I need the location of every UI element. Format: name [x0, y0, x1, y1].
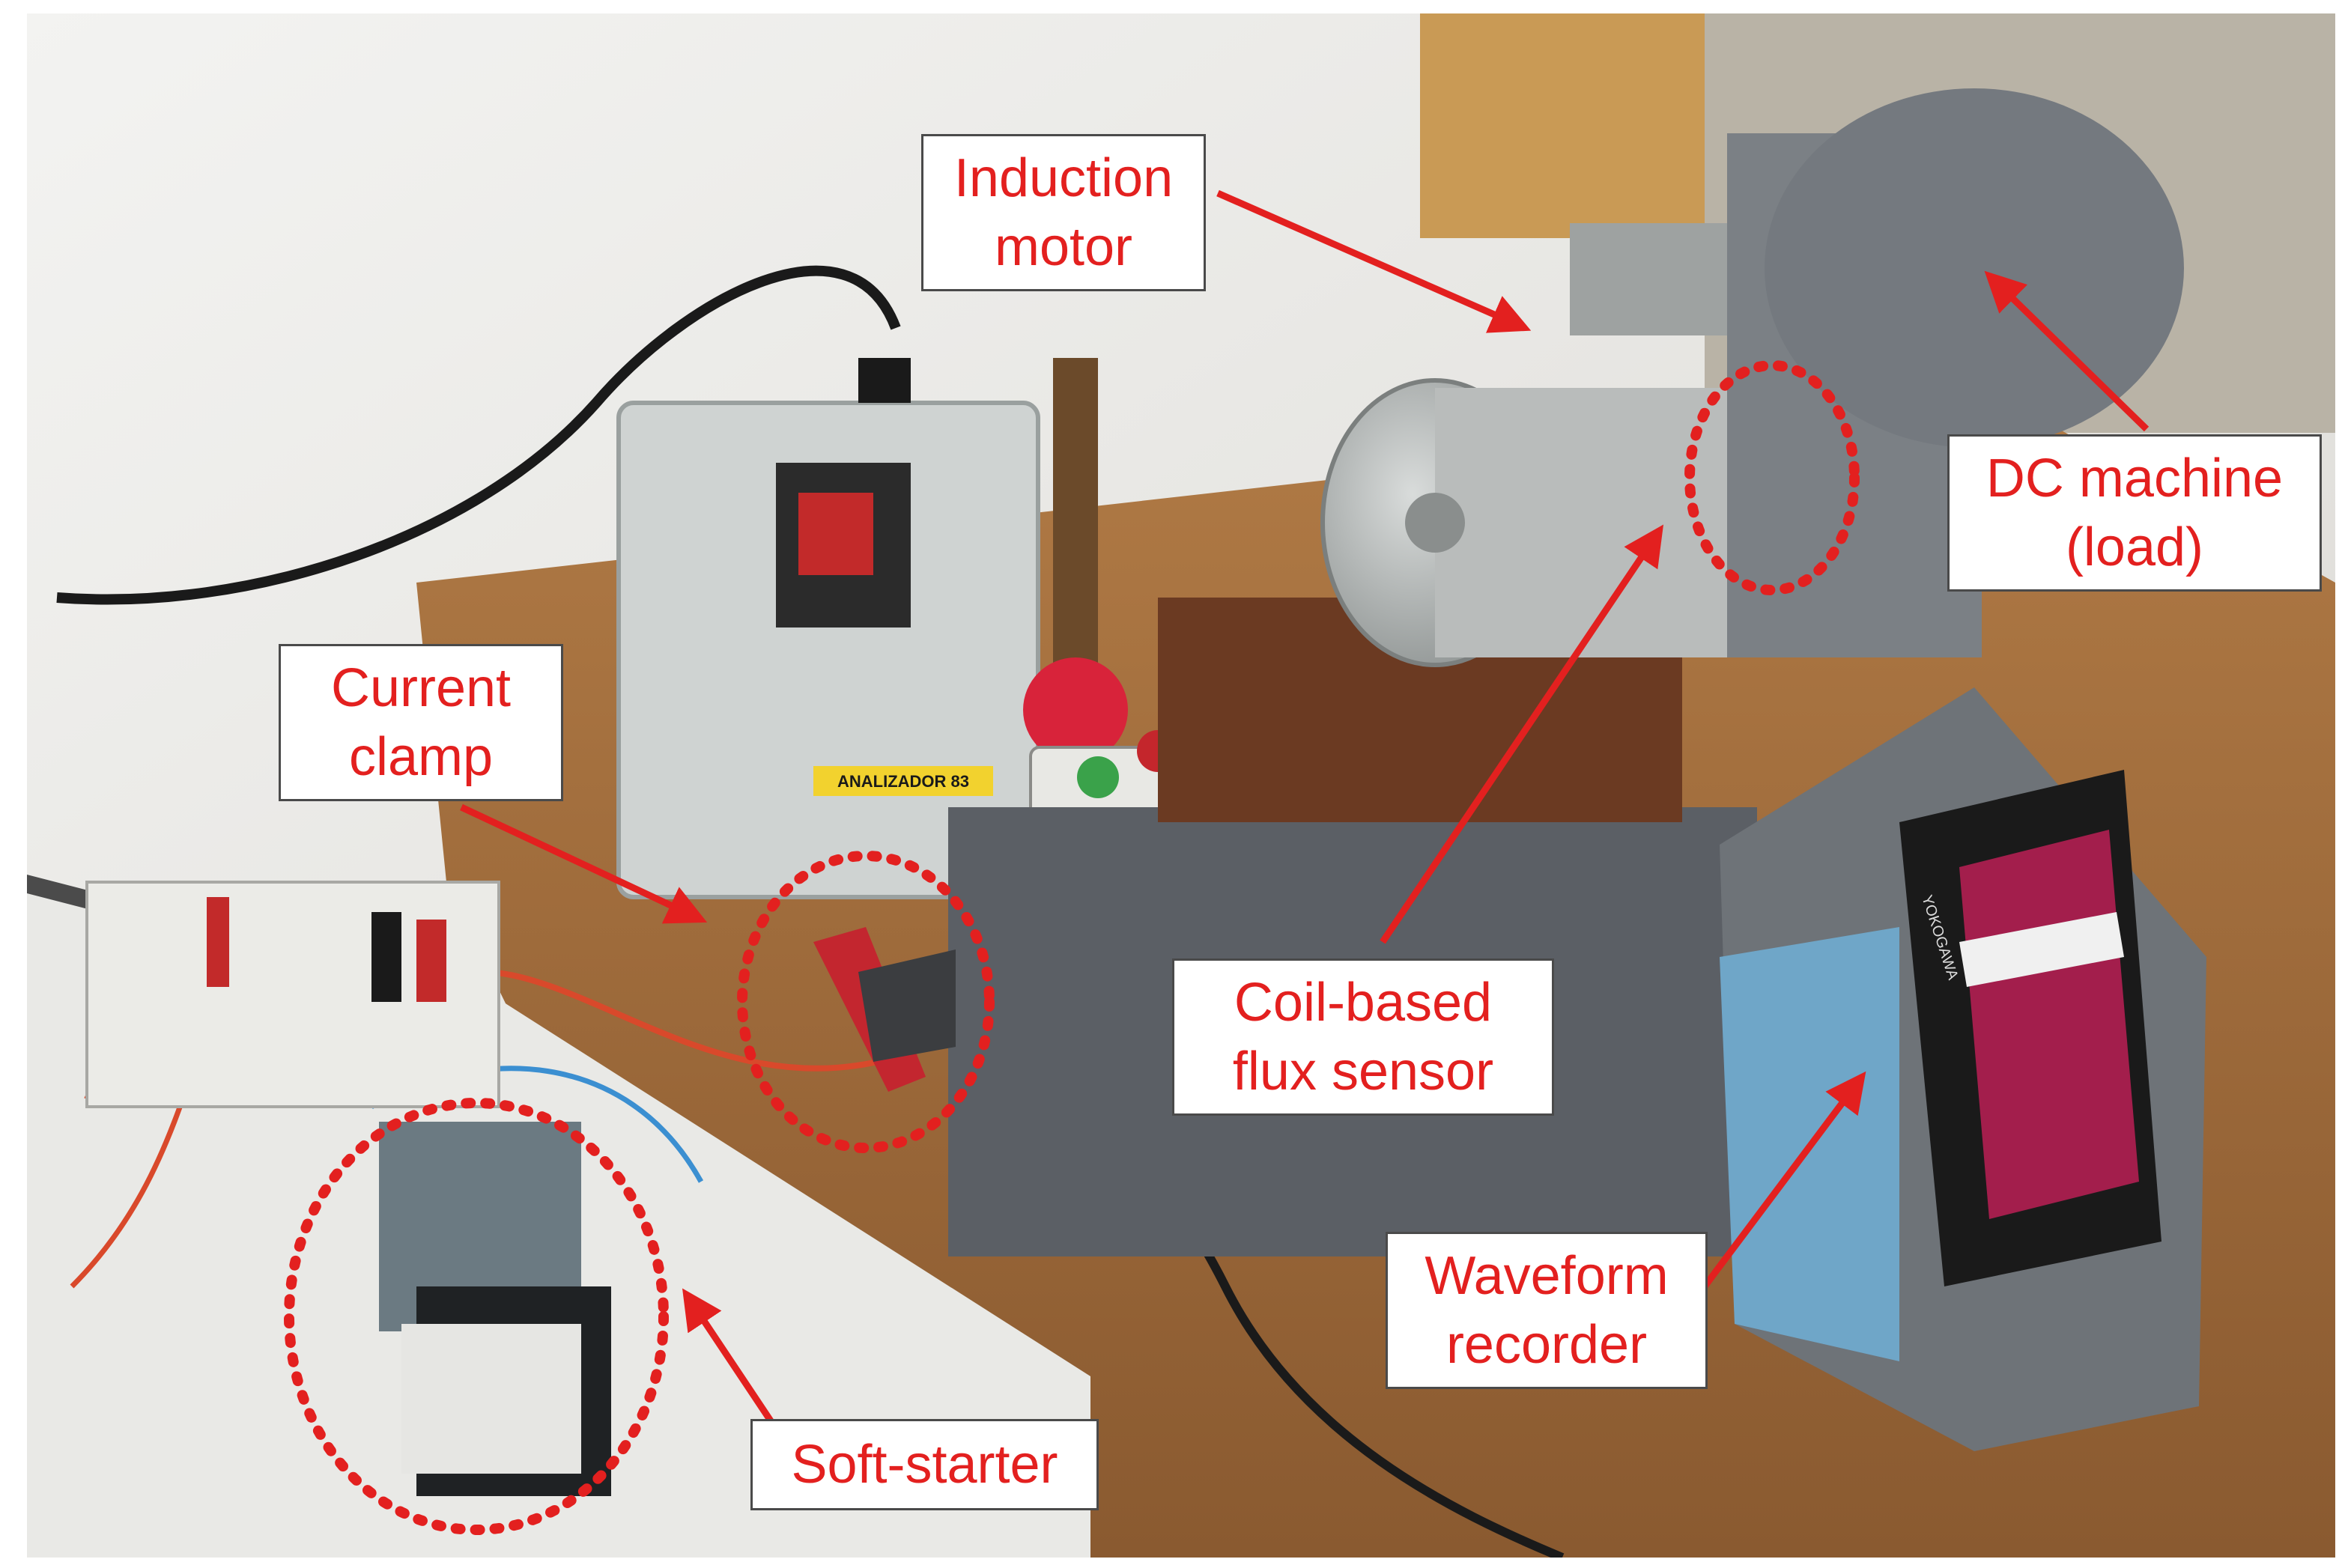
- label-dc-machine-line2: (load): [2065, 517, 2204, 577]
- sensor-highlight-circle: [1684, 360, 1860, 595]
- arrow-dc-machine: [1984, 270, 2150, 432]
- label-current-clamp: Current clamp: [279, 644, 563, 801]
- label-soft-starter-text: Soft-starter: [791, 1435, 1058, 1495]
- arrow-current-clamp: [460, 803, 708, 924]
- arrow-waveform-recorder: [1702, 1071, 1866, 1289]
- label-dc-machine-line1: DC machine: [1985, 449, 2284, 508]
- motor-fan-hub: [1405, 493, 1465, 553]
- power-meter-display: [798, 493, 873, 575]
- label-current-clamp-line1: Current: [330, 658, 512, 718]
- label-waveform-recorder: Waveform recorder: [1386, 1232, 1708, 1389]
- label-induction-motor: Induction motor: [921, 134, 1206, 291]
- probe-black: [371, 912, 401, 1002]
- starter-highlight-circle: [284, 1098, 669, 1535]
- probe-red-1: [207, 897, 229, 987]
- terminal-box: [1570, 223, 1735, 335]
- waveform-recorder-device: YOKOGAWA: [1720, 687, 2206, 1451]
- green-button: [1077, 756, 1119, 798]
- current-clamp-device: [813, 927, 956, 1092]
- analyzer-label-plate: [813, 766, 993, 796]
- motor-body: [1435, 388, 1750, 657]
- arrow-induction-motor: [1216, 189, 1532, 333]
- label-soft-starter: Soft-starter: [750, 1419, 1099, 1510]
- label-flux-sensor-line2: flux sensor: [1232, 1042, 1494, 1101]
- label-waveform-recorder-line2: recorder: [1445, 1315, 1648, 1375]
- rotor-fan: [1023, 657, 1128, 762]
- label-dc-machine: DC machine (load): [1947, 434, 2322, 592]
- arrow-soft-starter: [682, 1288, 779, 1431]
- wooden-shelf: [1420, 13, 1735, 238]
- rotor-shaft: [1053, 358, 1098, 680]
- soft-starter-device: [379, 1122, 611, 1496]
- dc-machine-body: [1765, 88, 2184, 448]
- probe-red-2: [416, 920, 446, 1002]
- label-waveform-recorder-line1: Waveform: [1425, 1246, 1669, 1306]
- plug: [858, 358, 911, 403]
- label-current-clamp-line2: clamp: [348, 727, 494, 787]
- label-flux-sensor-line1: Coil-based: [1234, 973, 1493, 1033]
- arrow-flux-sensor: [1380, 524, 1664, 944]
- analyzer-label-text: ANALIZADOR 83: [837, 772, 969, 791]
- black-power-cable: [56, 265, 901, 605]
- label-induction-motor-line2: motor: [994, 217, 1133, 277]
- label-induction-motor-line1: Induction: [953, 148, 1174, 208]
- label-flux-sensor: Coil-based flux sensor: [1172, 958, 1554, 1116]
- clamp-highlight-circle: [737, 851, 995, 1153]
